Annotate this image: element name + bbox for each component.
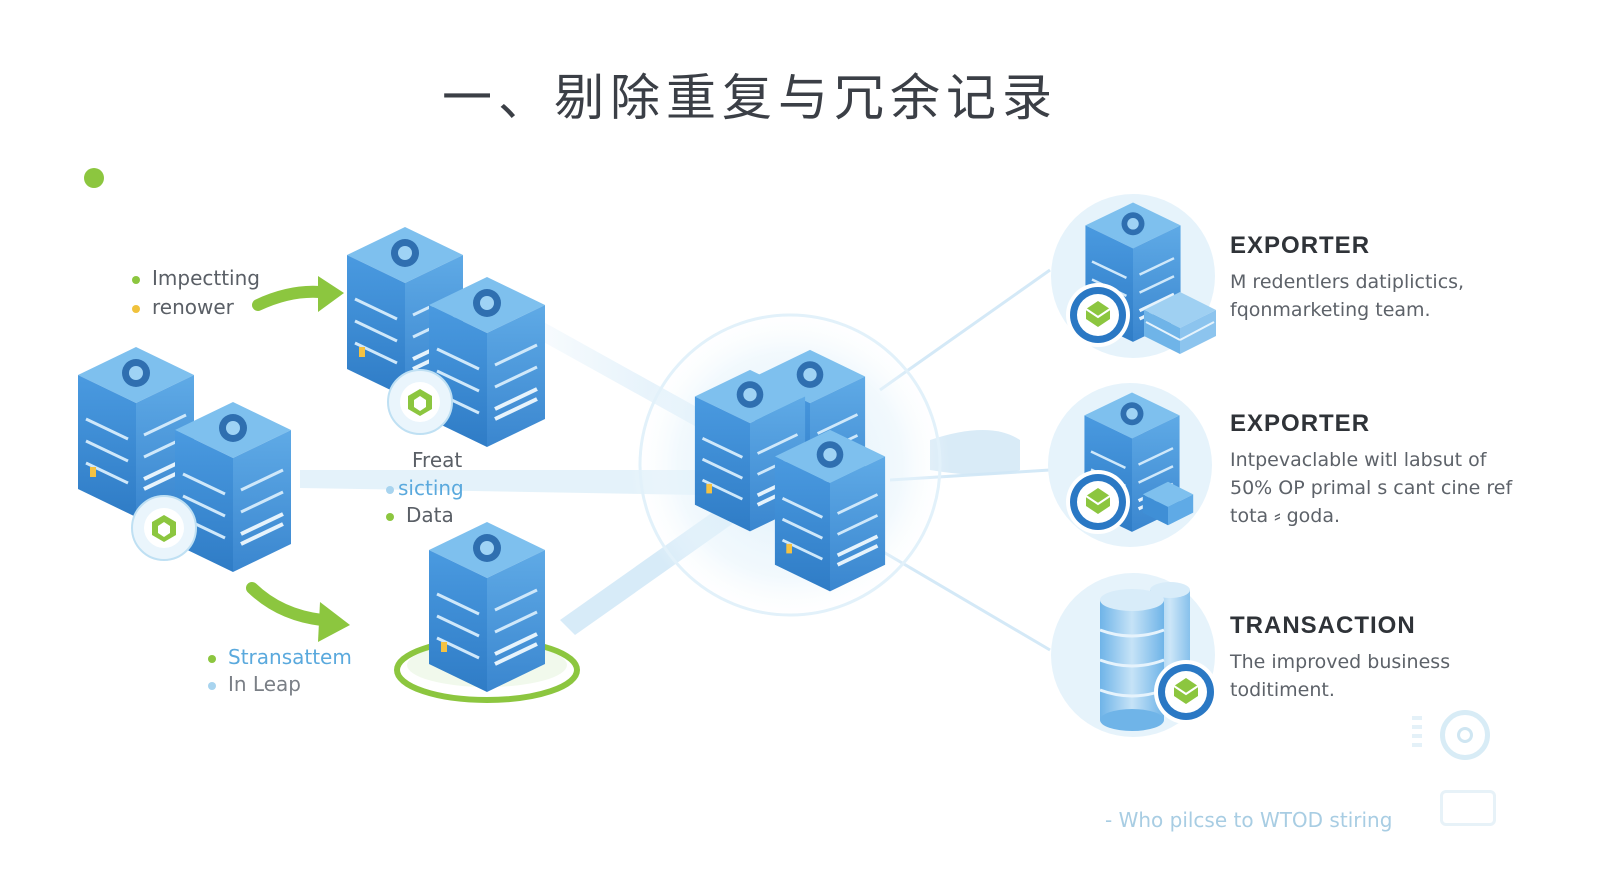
- right-item-heading: TRANSACTION: [1230, 612, 1416, 639]
- accent-dot: [84, 168, 104, 188]
- right-item-description: The improved business toditiment.: [1230, 651, 1451, 701]
- right-item-description: M redentlers datiplictics, fqonmarketing…: [1230, 271, 1465, 321]
- label-bottom-1: Stransattem: [208, 645, 352, 669]
- logo-circle-icon: [1440, 710, 1490, 760]
- label-top-2: renower: [132, 295, 234, 319]
- right-icon-2: [1048, 383, 1212, 547]
- left-server-cluster: [76, 345, 293, 574]
- right-item-exporter-2: EXPORTER Intpevaclable witl labsut of 50…: [1230, 410, 1530, 530]
- top-server-cluster: [345, 225, 547, 449]
- decorative-bars-icon: [1412, 716, 1422, 752]
- logo-mark-icon: [1440, 790, 1496, 826]
- label-middle-2: Data: [386, 503, 454, 527]
- check-badge-icon: [1065, 469, 1131, 535]
- right-item-exporter-1: EXPORTER M redentlers datiplictics, fqon…: [1230, 232, 1530, 324]
- hexagon-badge-icon: [387, 369, 453, 435]
- right-item-description: Intpevaclable witl labsut of 50% OP prim…: [1230, 449, 1513, 527]
- arrow-right-icon: [318, 602, 350, 642]
- page-title: 一、剔除重复与冗余记录: [442, 69, 1058, 127]
- hexagon-badge-icon: [131, 495, 197, 561]
- right-item-heading: EXPORTER: [1230, 232, 1371, 259]
- right-icon-1: [1051, 194, 1216, 358]
- label-bottom-2: In Leap: [208, 672, 301, 696]
- label-middle-1: sicting: [386, 476, 464, 500]
- footer-note: - Who pilcse to WTOD stiring: [1105, 808, 1393, 832]
- arrow-right-icon: [318, 276, 344, 312]
- label-top-1: Impectting: [132, 266, 260, 290]
- right-icon-3: [1051, 573, 1219, 737]
- right-item-heading: EXPORTER: [1230, 410, 1371, 437]
- label-middle-heading: Freat: [412, 448, 463, 472]
- check-badge-icon: [1065, 282, 1131, 348]
- flow-arrows: [246, 276, 350, 642]
- check-badge-icon: [1153, 659, 1219, 725]
- right-item-transaction: TRANSACTION The improved business toditi…: [1230, 612, 1530, 704]
- bottom-server-cluster: [394, 520, 580, 703]
